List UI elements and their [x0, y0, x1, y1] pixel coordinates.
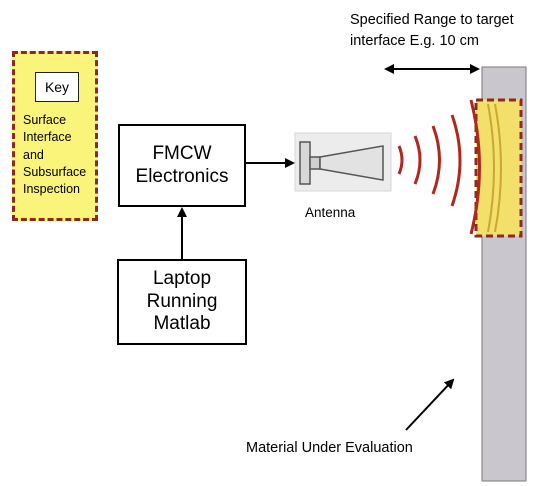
- laptop-block: Laptop Running Matlab: [117, 259, 247, 345]
- range-label: Specified Range to target interface E.g.…: [350, 12, 514, 50]
- key-description: Surface Interface and Subsurface Inspect…: [23, 113, 87, 196]
- material-pointer-arrow: [405, 378, 455, 431]
- laptop-label: Laptop Running Matlab: [146, 268, 218, 335]
- key-legend-panel: Key Surface Interface and Subsurface Ins…: [12, 51, 98, 221]
- antenna-label: Antenna: [305, 205, 356, 220]
- fmcw-electronics-label: FMCW Electronics: [135, 143, 229, 187]
- interface-curve-outer: [487, 103, 495, 233]
- radar-wave-1: [397, 145, 404, 175]
- radar-wave-4: [450, 114, 462, 207]
- fmcw-electronics-block: FMCW Electronics: [118, 124, 246, 207]
- radar-wave-3: [431, 125, 441, 195]
- horn-antenna-icon: [294, 132, 392, 192]
- radar-wave-2: [413, 135, 422, 185]
- key-title: Key: [35, 72, 79, 102]
- radar-wave-5: [469, 99, 481, 235]
- interface-curve-inner: [494, 103, 502, 233]
- material-label: Material Under Evaluation: [246, 440, 413, 456]
